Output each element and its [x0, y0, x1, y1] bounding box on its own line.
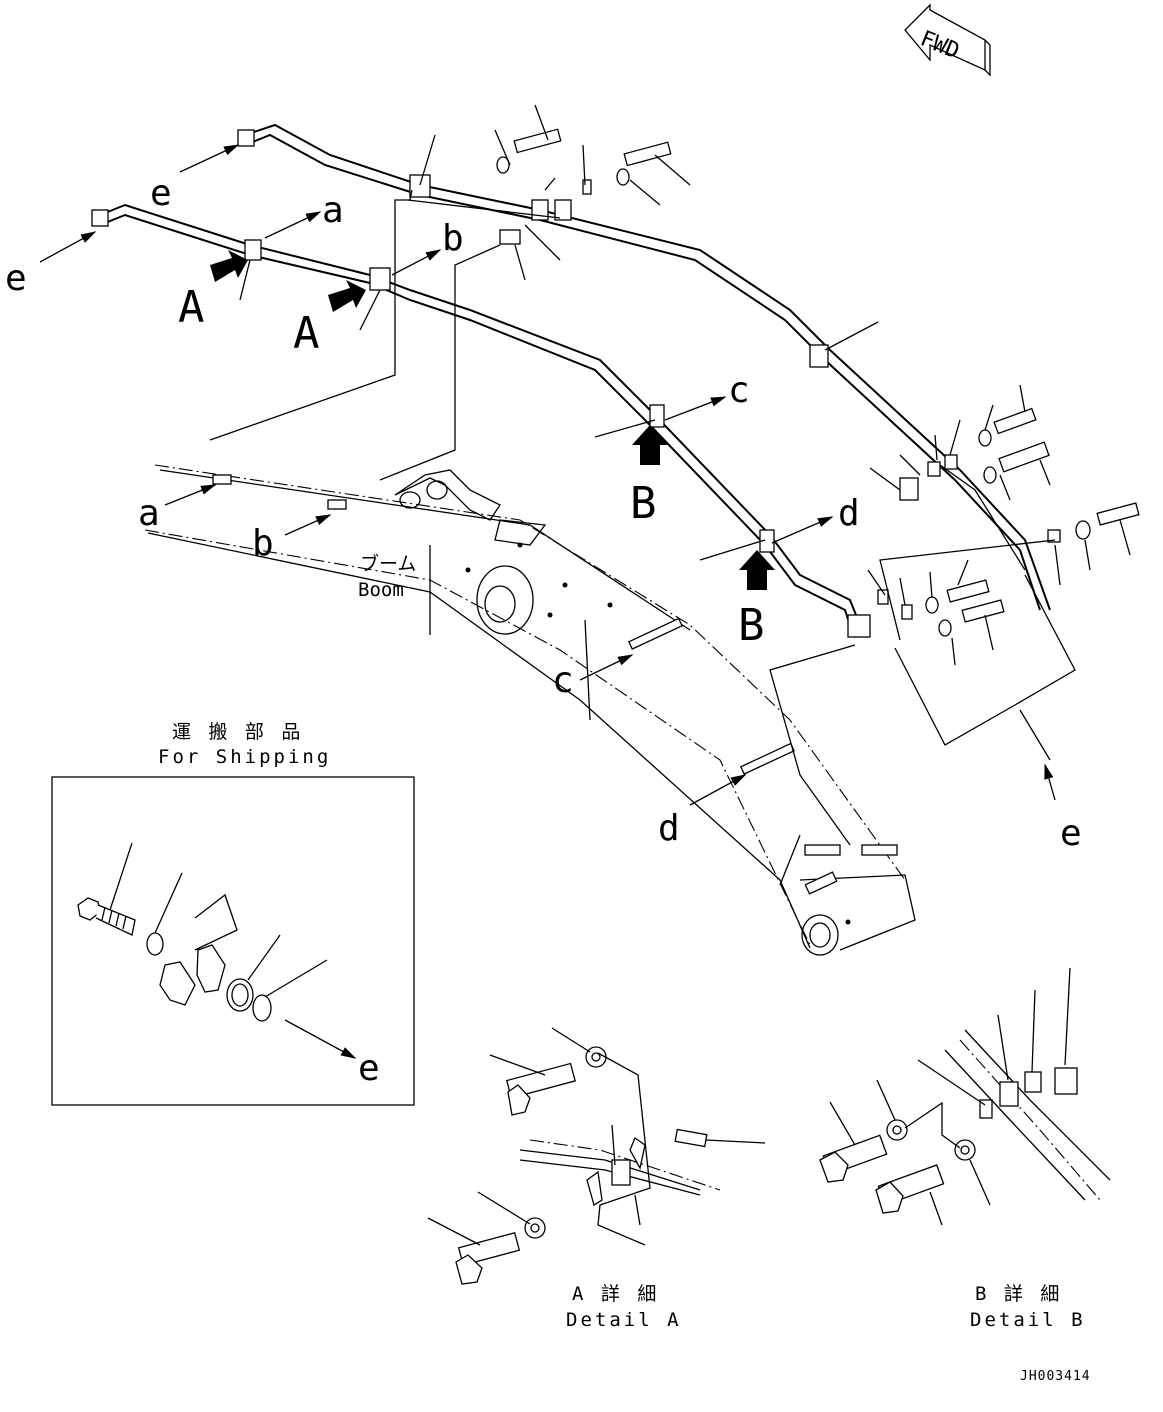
detail-a-label-en: Detail A [566, 1309, 682, 1331]
shipping-label-en: For Shipping [158, 746, 331, 768]
letter-A-2: A [293, 308, 320, 359]
letter-e-1: e [150, 173, 172, 214]
detail-a-arrow-icon-2 [328, 280, 366, 312]
letter-a-2: a [138, 493, 160, 534]
view-letters: e e a b A A c B d B a b c d e e [5, 173, 1082, 1089]
shipping-cap-icon [252, 994, 272, 1022]
for-shipping-box: 運 搬 部 品 For Shipping [51, 721, 415, 1106]
shipping-label-jp: 運 搬 部 品 [172, 721, 303, 743]
shipping-oring-icon [226, 978, 254, 1012]
letter-c-2: c [552, 660, 574, 701]
view-arrows [39, 144, 1056, 1059]
leader-lines [209, 104, 1131, 846]
letter-B-2: B [738, 600, 765, 651]
hydraulic-hoses [91, 123, 1051, 638]
upper-bolts [496, 128, 1140, 637]
letter-B-1: B [630, 478, 657, 529]
shipping-washer-icon [146, 932, 164, 956]
boom-label-jp: ブーム [360, 552, 416, 575]
shipping-split-flange-icon [159, 961, 196, 1006]
letter-e-4: e [358, 1048, 380, 1089]
boom-body [144, 464, 916, 956]
shipping-bolt-icon [77, 897, 136, 936]
detail-b-label-jp: B 詳 細 [975, 1283, 1062, 1305]
letter-e-2: e [5, 258, 27, 299]
detail-b-view: B 詳 細 Detail B [819, 967, 1111, 1331]
letter-A-1: A [178, 282, 205, 333]
detail-b-arrow-icon [632, 425, 668, 465]
detail-b-arrow-icon-2 [739, 550, 775, 590]
letter-d-2: d [658, 808, 680, 849]
letter-c-1: c [728, 370, 750, 411]
detail-a-arrow-icon [210, 250, 248, 282]
fwd-arrow-icon: FWD [904, 3, 991, 77]
letter-a-1: a [322, 190, 344, 231]
detail-a-view: A 詳 細 Detail A [427, 1027, 766, 1331]
detail-b-label-en: Detail B [970, 1309, 1086, 1331]
letter-b-2: b [252, 523, 274, 564]
detail-a-label-jp: A 詳 細 [572, 1283, 659, 1305]
letter-d-1: d [838, 493, 860, 534]
drawing-id: JH003414 [1020, 1369, 1091, 1384]
fwd-label: FWD [917, 26, 963, 64]
letter-b-1: b [442, 218, 464, 259]
letter-e-3: e [1060, 813, 1082, 854]
boom-label-en: Boom [358, 579, 404, 601]
